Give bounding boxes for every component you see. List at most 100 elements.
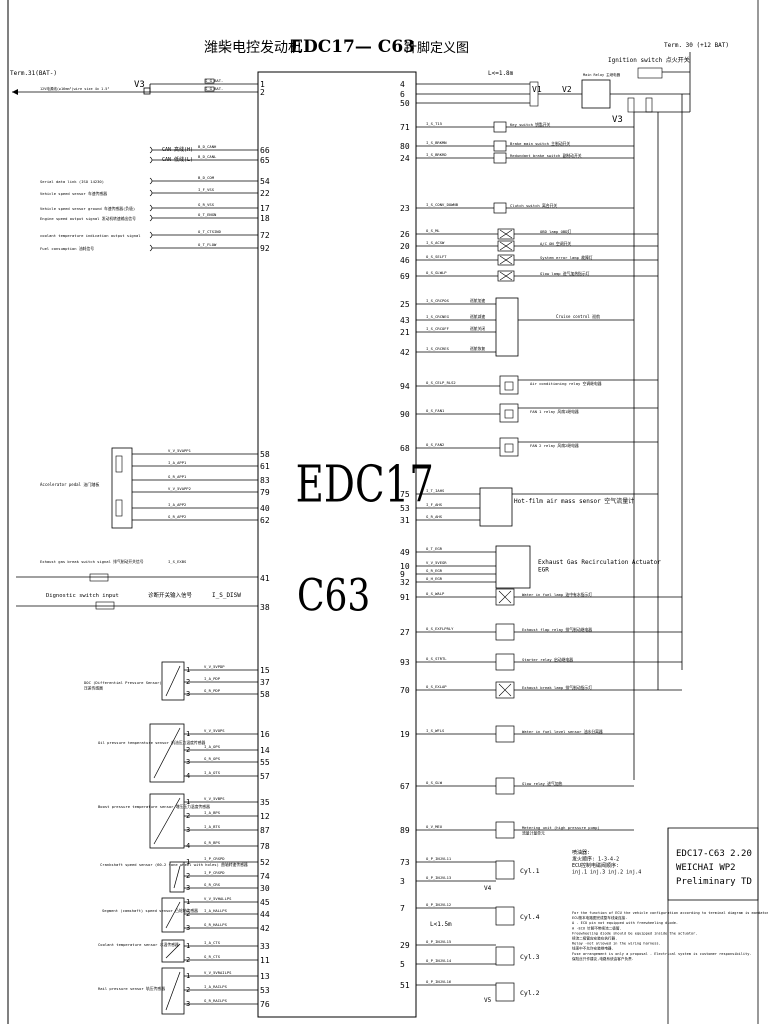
lamp-x — [499, 271, 513, 281]
injector-icon — [495, 860, 515, 880]
hfm-label: Hot-film air mass sensor 空气流量计 — [514, 497, 634, 505]
v3-right: V3 — [612, 115, 623, 125]
cam-sensor-label: Segment (camshaft) speed sensor 凸轮轴传感器 — [102, 908, 198, 913]
pin-number: 58 — [260, 690, 270, 699]
terminal-number: 1 — [186, 858, 190, 866]
ignition-label: Ignition switch 点火开关 — [608, 56, 690, 64]
egr-label: EGR — [538, 567, 549, 574]
signal-name: O_P_INJVL12 — [426, 902, 451, 907]
signal-name: O_S_STRTL — [426, 656, 447, 661]
signal-name: I_A_HALLPS — [204, 908, 228, 913]
signal-name: I_A_BTS — [204, 824, 221, 829]
note-text: ECU按本电路图完成整车线束连接. — [572, 915, 627, 920]
pin-number: 27 — [400, 628, 410, 637]
diag-label-cn: 诊断开关输入信号 — [148, 591, 193, 599]
pin-label: Redundant brake switch 副制动开关 — [510, 153, 582, 158]
diagonal — [165, 943, 181, 959]
pin-number: 52 — [260, 858, 270, 867]
pin-number: 5 — [400, 960, 405, 969]
pin-number: 54 — [260, 177, 270, 186]
dp-sensor-label: 压差传感器 — [84, 685, 103, 690]
pin-number: 15 — [260, 666, 270, 675]
pin-number: 16 — [260, 730, 270, 739]
pin-number: 30 — [260, 884, 270, 893]
note-text: 线束中不允许安装继电器. — [572, 946, 614, 951]
signal-name: O_S_WALP — [426, 591, 445, 596]
signal-name: I_S_CRCOFF — [426, 326, 450, 331]
pin-number: 6 — [400, 90, 405, 99]
relay-coil-icon — [504, 381, 514, 391]
pin-number: 17 — [260, 204, 270, 213]
notes-block: For the function of ECU the vehicle conf… — [572, 911, 768, 961]
cruise-label: 巡航减速 — [470, 314, 485, 319]
connector-icon — [149, 214, 153, 222]
signal-name: I_S_CRCPOS — [426, 298, 450, 303]
terminal-number: 3 — [186, 924, 190, 932]
signal-name: G_R_APP2 — [168, 514, 186, 519]
misc-label: Water in fuel lamp 油中有水指示灯 — [522, 592, 592, 597]
pin-number: 40 — [260, 504, 270, 513]
lamp-x — [498, 683, 512, 697]
cylinder-label: Cyl.3 — [520, 953, 540, 961]
signal-name: G_R_EGR — [426, 568, 443, 573]
pin-number: 43 — [400, 316, 410, 325]
crank-sensor-icon — [169, 861, 185, 893]
pin-number: 89 — [400, 826, 410, 835]
v1-label: V1 — [532, 85, 542, 94]
pin-number: 67 — [400, 782, 410, 791]
signal-name: G_R_PDP — [204, 688, 221, 693]
connector-icon — [149, 231, 153, 239]
terminal-number: 2 — [186, 678, 190, 686]
pin-number: 42 — [260, 924, 270, 933]
signal-name: O_P_INJVL14 — [426, 958, 452, 963]
firing-order: ECU控制电磁阀顺序: — [572, 862, 619, 869]
v5-label: V5 — [484, 997, 492, 1004]
pin-number: 13 — [260, 972, 270, 981]
terminal-number: 3 — [186, 884, 190, 892]
relay-label: FAN 2 relay 风扇2继电器 — [530, 443, 579, 448]
pin-label: Engine speed output signal 发动机转速输出信号 — [40, 216, 136, 221]
pin-number: 55 — [260, 758, 270, 767]
signal-name: G_R_AHS — [426, 514, 443, 519]
relay-icon — [499, 437, 519, 457]
signal-name: I_P_CRSPD — [204, 870, 225, 875]
signal-name: V_V_5VBPS — [204, 796, 225, 801]
signal-name: O_T_ENGN — [198, 212, 217, 217]
pin-number: 25 — [400, 300, 410, 309]
signal-name: O_T_CTSIND — [198, 229, 222, 234]
connector-icon — [149, 146, 153, 154]
pin-number: 66 — [260, 146, 270, 155]
switch-icon — [89, 573, 109, 582]
pin-number: 31 — [400, 516, 410, 525]
signal-name: O_P_INJVL11 — [426, 856, 452, 861]
relay-coil-icon — [504, 409, 514, 419]
terminal-number: 1 — [186, 666, 190, 674]
connector-icon — [149, 204, 153, 212]
main-relay-label: Main Relay 主继电器 — [583, 72, 621, 77]
pin-number: 90 — [400, 410, 410, 419]
cruise-label: 巡航关闭 — [470, 326, 485, 331]
signal-name: I_A_CTS — [204, 940, 221, 945]
pin-number: 35 — [260, 798, 270, 807]
pin-number: 21 — [400, 328, 410, 337]
connector-icon — [149, 177, 153, 185]
pin-number: 32 — [400, 578, 410, 587]
signal-name: G_R_VSS — [198, 202, 215, 207]
signal-name: O_V_MEU — [426, 824, 443, 829]
dp-sensor-icon — [161, 661, 185, 701]
info-box: EDC17-C63 2.20 WEICHAI WP2 Preliminary T… — [667, 827, 759, 1024]
pin-number: 46 — [400, 256, 410, 265]
pin-label: Brake main switch 主制动开关 — [510, 141, 570, 146]
info-line3: Preliminary TD — [676, 877, 752, 887]
signal-name: G_R_CTS — [204, 954, 221, 959]
terminal-number: 2 — [186, 956, 190, 964]
signal-name: O_S_SELFT — [426, 254, 447, 259]
pin-number: 57 — [260, 772, 270, 781]
accelerator-label: Accelerator pedal 油门踏板 — [40, 481, 99, 487]
signal-name: V_V_5VAPP1 — [168, 448, 192, 453]
pin-number: 68 — [400, 444, 410, 453]
signal-name: G_R_OPS — [204, 756, 221, 761]
pin-number: 80 — [400, 142, 410, 151]
